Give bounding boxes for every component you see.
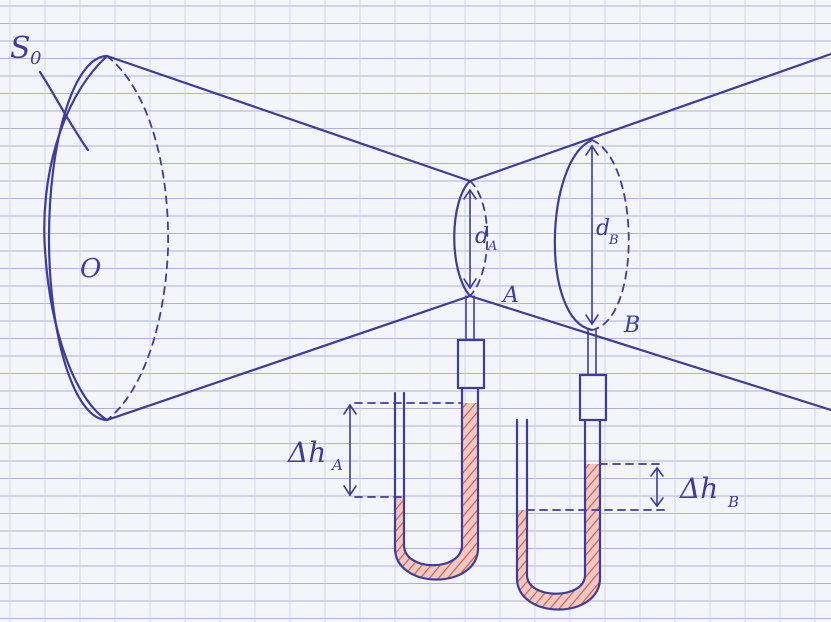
manometer-b-inner xyxy=(525,418,587,595)
manometer-b-liquid xyxy=(517,464,600,610)
diameter-b-arrow-bottom xyxy=(585,314,599,326)
label-s0-subscript: 0 xyxy=(30,48,41,69)
label-dh-a: Δh xyxy=(287,436,326,469)
section-o-front-arc xyxy=(47,54,107,422)
section-o-hidden-edge xyxy=(106,55,170,421)
manometer-b: Δh B xyxy=(515,329,739,611)
pipe-lower-line-left xyxy=(105,294,472,422)
section-a-hidden-arc xyxy=(469,180,489,297)
section-b: d B B xyxy=(553,138,640,338)
section-o-left-edge xyxy=(43,54,109,422)
diameter-a-arrow-top xyxy=(463,188,477,200)
dh-b-arrow-top xyxy=(650,466,664,477)
pipe-outline xyxy=(105,52,831,422)
manometer-a-inner xyxy=(402,386,464,567)
label-da-subscript: A xyxy=(487,239,497,254)
section-b-front-arc xyxy=(553,138,594,332)
connector-a xyxy=(456,338,486,390)
manometer-a: Δh A xyxy=(287,295,486,581)
section-a: d A A xyxy=(453,179,519,308)
pipe-upper-line-left xyxy=(105,54,472,183)
diameter-b-arrow-top xyxy=(585,144,599,156)
s0-pointer-line xyxy=(38,70,90,152)
dh-b-arrow-bottom xyxy=(650,497,664,508)
section-b-hidden-arc xyxy=(591,139,630,331)
dh-a-arrow-bottom xyxy=(343,485,357,497)
label-da: d xyxy=(475,224,489,249)
manometer-a-liquid xyxy=(395,403,478,580)
manometer-b-outer xyxy=(515,418,602,611)
section-a-front-arc xyxy=(453,179,472,298)
label-s0: S xyxy=(10,31,31,66)
label-dh-b: Δh xyxy=(679,472,718,505)
label-a: A xyxy=(501,283,519,308)
diameter-a-arrow-bottom xyxy=(463,278,477,290)
manometer-a-outer xyxy=(393,386,480,581)
pipe-inlet-section xyxy=(43,54,170,422)
label-db: d xyxy=(596,216,610,241)
label-db-subscript: B xyxy=(608,233,619,248)
label-dh-a-subscript: A xyxy=(330,456,343,474)
label-dh-b-subscript: B xyxy=(727,493,739,511)
dh-a-arrow-top xyxy=(343,403,357,415)
label-o: O xyxy=(80,254,101,284)
pipe-upper-line-right xyxy=(468,52,831,183)
connector-b xyxy=(578,373,608,422)
label-b: B xyxy=(623,313,640,338)
pipe-lower-line-right xyxy=(468,294,831,412)
